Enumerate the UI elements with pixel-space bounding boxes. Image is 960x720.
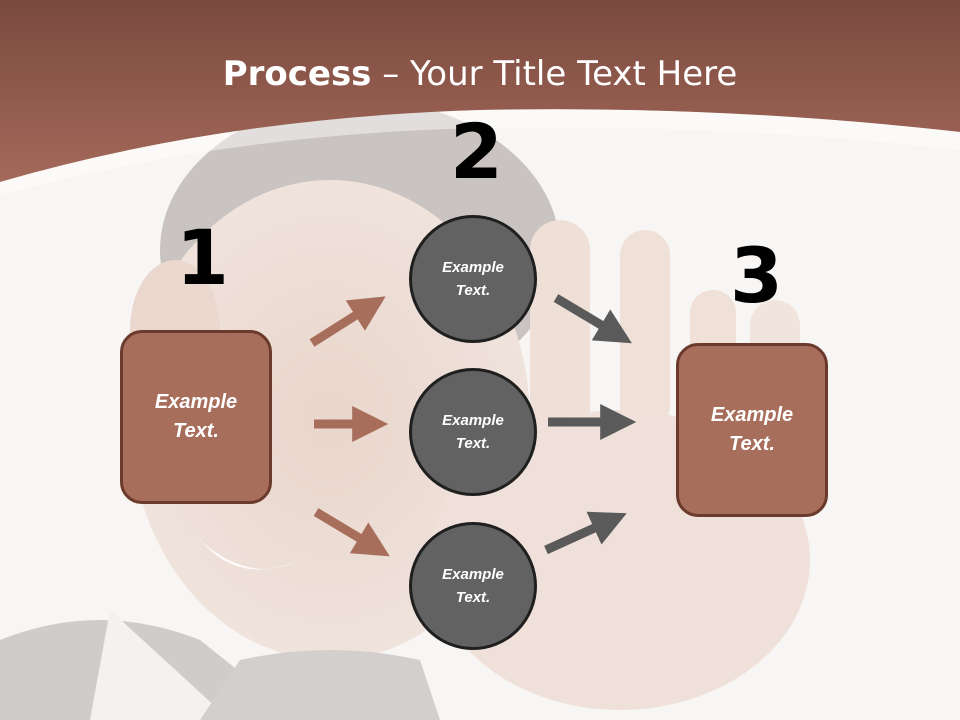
arrow-box1-to-circle1 — [309, 296, 386, 347]
step-circle-3-label: Example Text. — [442, 566, 504, 606]
step-number-3: 3 — [730, 231, 783, 320]
step-circle-1: Example Text. — [409, 215, 537, 343]
step-box-1: Example Text. — [120, 330, 272, 504]
step-number-2: 2 — [450, 107, 503, 196]
step-circle-3: Example Text. — [409, 522, 537, 650]
arrow-box1-to-circle3 — [313, 508, 390, 557]
title-bold: Process — [222, 54, 372, 94]
arrow-circle3-to-box3 — [544, 511, 627, 555]
step-circle-2-label: Example Text. — [442, 412, 504, 452]
step-number-1: 1 — [176, 213, 229, 302]
step-circle-2: Example Text. — [409, 368, 537, 496]
title-rest: – Your Title Text Here — [371, 54, 738, 94]
step-box-3-label: Example Text. — [710, 404, 794, 455]
arrow-circle1-to-box3 — [553, 294, 632, 344]
step-box-3: Example Text. — [676, 343, 828, 517]
page-title: Process – Your Title Text Here — [0, 52, 960, 96]
step-box-1-label: Example Text. — [154, 391, 238, 442]
step-circle-1-label: Example Text. — [442, 259, 504, 299]
